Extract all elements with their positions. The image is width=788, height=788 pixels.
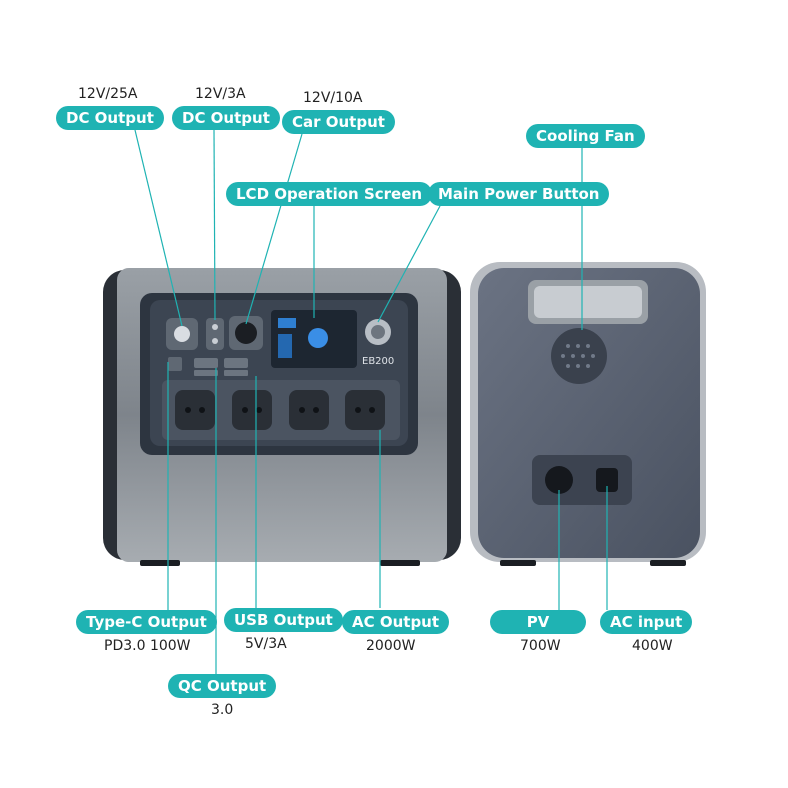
cooling-fan-label: Cooling Fan bbox=[526, 124, 645, 148]
front-unit: EB200 bbox=[103, 268, 461, 566]
ac-input-spec: 400W bbox=[632, 638, 673, 654]
dc-output-1-label: DC Output bbox=[56, 106, 164, 130]
qc-output-spec: 3.0 bbox=[211, 702, 234, 718]
ac-input-port bbox=[596, 468, 618, 492]
lcd-screen-label: LCD Operation Screen bbox=[226, 182, 433, 206]
leader-lines bbox=[134, 129, 608, 674]
dc-output-1-spec: 12V/25A bbox=[78, 86, 138, 102]
dc-output-2-spec: 12V/3A bbox=[195, 86, 246, 102]
car-socket bbox=[235, 322, 257, 344]
type-c-output-label: Type-C Output bbox=[76, 610, 217, 634]
qc-output-label: QC Output bbox=[168, 674, 277, 698]
pv-spec: 700W bbox=[520, 638, 561, 654]
pv-label: PV bbox=[490, 610, 586, 634]
model-label: EB200 bbox=[362, 356, 394, 367]
car-output-spec: 12V/10A bbox=[303, 90, 363, 106]
car-output-label: Car Output bbox=[282, 110, 395, 134]
pv-port bbox=[545, 466, 573, 494]
type-c-output-spec: PD3.0 100W bbox=[104, 638, 191, 654]
ac-input-label: AC input bbox=[600, 610, 693, 634]
ac-output-label: AC Output bbox=[342, 610, 450, 634]
main-power-button-label: Main Power Button bbox=[428, 182, 610, 206]
ac-output-spec: 2000W bbox=[366, 638, 416, 654]
rear-unit bbox=[470, 262, 706, 566]
usb-output-label: USB Output bbox=[224, 608, 343, 632]
dc-output-2-label: DC Output bbox=[172, 106, 280, 130]
fan-grille bbox=[551, 328, 607, 384]
dc-12v25a-port bbox=[174, 326, 190, 342]
usb-output-spec: 5V/3A bbox=[245, 636, 287, 652]
